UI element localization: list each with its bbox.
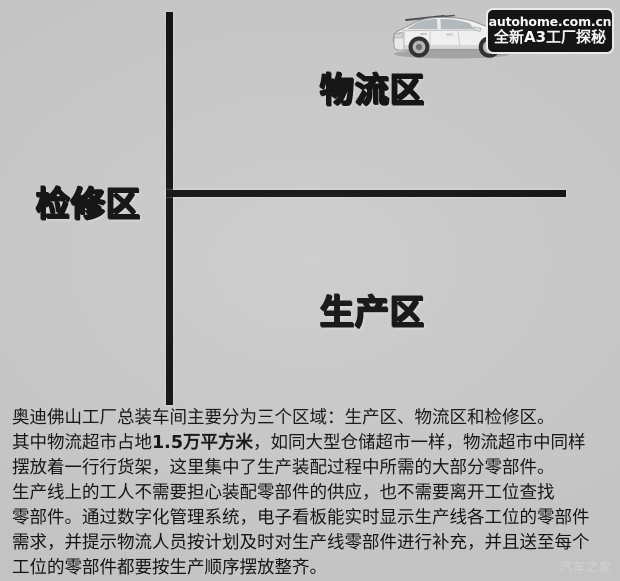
zone-label-logistics: 物流区 (320, 71, 425, 111)
watermark-block: autohome.com.cn 全新A3工厂探秘 (382, 2, 614, 64)
caption-line: 零部件。通过数字化管理系统，电子看板能实时显示生产线各工位的零部件 (12, 506, 612, 531)
caption-segment: 需求，并提示物流人员按计划及时对生产线零部件进行补充，并且送至每个 (12, 533, 590, 553)
caption-segment: 生产线上的工人不需要担心装配零部件的供应，也不需要离开工位查找 (12, 483, 555, 503)
zone-label-maintenance: 检修区 (36, 185, 141, 225)
caption-segment: 零部件。通过数字化管理系统，电子看板能实时显示生产线各工位的零部件 (12, 508, 590, 528)
caption-line: 需求，并提示物流人员按计划及时对生产线零部件进行补充，并且送至每个 (12, 531, 612, 556)
workshop-layout-diagram: 物流区 检修区 生产区 (36, 2, 614, 405)
caption-segment: ，如同大型仓储超市一样，物流超市中同样 (253, 433, 586, 453)
diagram-horizontal-divider (166, 190, 566, 197)
caption-segment: 工位的零部件都要按生产顺序摆放整齐。 (12, 558, 327, 578)
caption-line: 生产线上的工人不需要担心装配零部件的供应，也不需要离开工位查找 (12, 481, 612, 506)
caption-text: 奥迪佛山工厂总装车间主要分为三个区域：生产区、物流区和检修区。其中物流超市占地1… (12, 406, 612, 581)
caption-line: 奥迪佛山工厂总装车间主要分为三个区域：生产区、物流区和检修区。 (12, 406, 612, 431)
caption-highlight: 1.5万平方米 (152, 433, 254, 453)
watermark-url: autohome.com.cn (488, 14, 612, 30)
diagram-vertical-divider (166, 12, 173, 405)
caption-segment: 奥迪佛山工厂总装车间主要分为三个区域：生产区、物流区和检修区。 (12, 408, 555, 428)
caption-line: 摆放着一行行货架，这里集中了生产装配过程中所需的大部分零部件。 (12, 456, 612, 481)
caption-line: 其中物流超市占地1.5万平方米，如同大型仓储超市一样，物流超市中同样 (12, 431, 612, 456)
caption-line: 工位的零部件都要按生产顺序摆放整齐。 (12, 556, 612, 581)
caption-segment: 其中物流超市占地 (12, 433, 152, 453)
zone-label-production: 生产区 (320, 293, 425, 333)
caption-segment: 摆放着一行行货架，这里集中了生产装配过程中所需的大部分零部件。 (12, 458, 555, 478)
corner-watermark: 汽车之家 (559, 560, 612, 574)
watermark-title: 全新A3工厂探秘 (493, 28, 607, 47)
autohome-watermark-badge: autohome.com.cn 全新A3工厂探秘 (486, 8, 614, 54)
